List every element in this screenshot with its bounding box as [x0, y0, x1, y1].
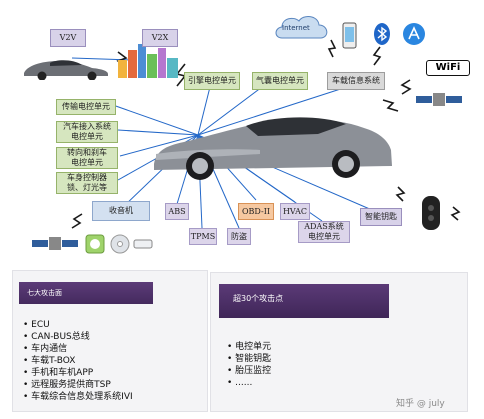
list-item: 车内通信: [23, 343, 133, 355]
list-item: 智能钥匙: [227, 353, 271, 365]
attack-surfaces-panel: 七大攻击面 ECU CAN-BUS总线 车内通信 车载T-BOX 手机和车机AP…: [12, 270, 208, 412]
v2v-car-icon: [24, 60, 108, 80]
sports-car-image: [154, 117, 392, 180]
app-store-icon: [403, 23, 425, 45]
bluetooth-icon: [374, 23, 390, 45]
list-item: 车载综合信息处理系统IVI: [23, 391, 132, 403]
list-item: ECU: [23, 319, 133, 331]
body-control-node: 车身控制器锁、灯光等: [56, 172, 118, 194]
list-item: 手机和车机APP: [23, 367, 133, 379]
satellite-icon-left: [32, 237, 78, 250]
list-item: CAN-BUS总线: [23, 331, 133, 343]
smartphone-icon: [342, 22, 357, 49]
hvac-node: HVAC: [280, 203, 310, 220]
attack-points-list: 电控单元 智能钥匙 胎压监控 ......: [227, 341, 271, 389]
v2x-node: V2X: [142, 29, 178, 47]
v2v-node: V2V: [50, 29, 86, 47]
attack-surfaces-title: 七大攻击面: [19, 282, 153, 304]
telematics-node: 车载信息系统: [327, 72, 385, 90]
steering-brake-node: 转向和刹车电控单元: [56, 147, 118, 169]
internet-label: Internet: [282, 24, 310, 32]
smart-key-icon: [422, 196, 440, 230]
list-item: ......: [227, 377, 271, 389]
satellite-icon: [416, 93, 462, 106]
attack-surfaces-list: ECU CAN-BUS总线 车内通信 车载T-BOX 手机和车机APP 远程服务…: [23, 319, 133, 403]
cloud-icon: [275, 16, 328, 39]
list-item: 远程服务提供商TSP: [23, 379, 133, 391]
tpms-node: TPMS: [189, 228, 217, 245]
watermark: 知乎 @ july: [396, 399, 445, 409]
vehicle-access-node: 汽车接入系统电控单元: [56, 121, 118, 143]
smart-key-node: 智能钥匙: [360, 208, 402, 226]
city-icon: [118, 44, 178, 78]
airbag-ecu-node: 气囊电控单元: [252, 72, 308, 90]
radio-node: 收音机: [92, 201, 150, 221]
list-item: 车载T-BOX: [23, 355, 133, 367]
obd-node: OBD-II: [238, 203, 274, 220]
list-item: 电控单元: [227, 341, 271, 353]
attack-points-panel: 超30个攻击点 电控单元 智能钥匙 胎压监控 ......: [210, 272, 468, 412]
radio-media-icons: [85, 234, 153, 254]
transmission-ecu-node: 传输电控单元: [56, 99, 116, 115]
abs-node: ABS: [165, 203, 189, 220]
adas-node: ADAS系统电控单元: [298, 221, 350, 243]
wifi-logo: WiFi: [426, 60, 470, 76]
list-item: 胎压监控: [227, 365, 271, 377]
immobilizer-node: 防盗: [227, 228, 251, 245]
attack-points-title: 超30个攻击点: [219, 284, 389, 318]
engine-ecu-node: 引擎电控单元: [184, 72, 240, 90]
